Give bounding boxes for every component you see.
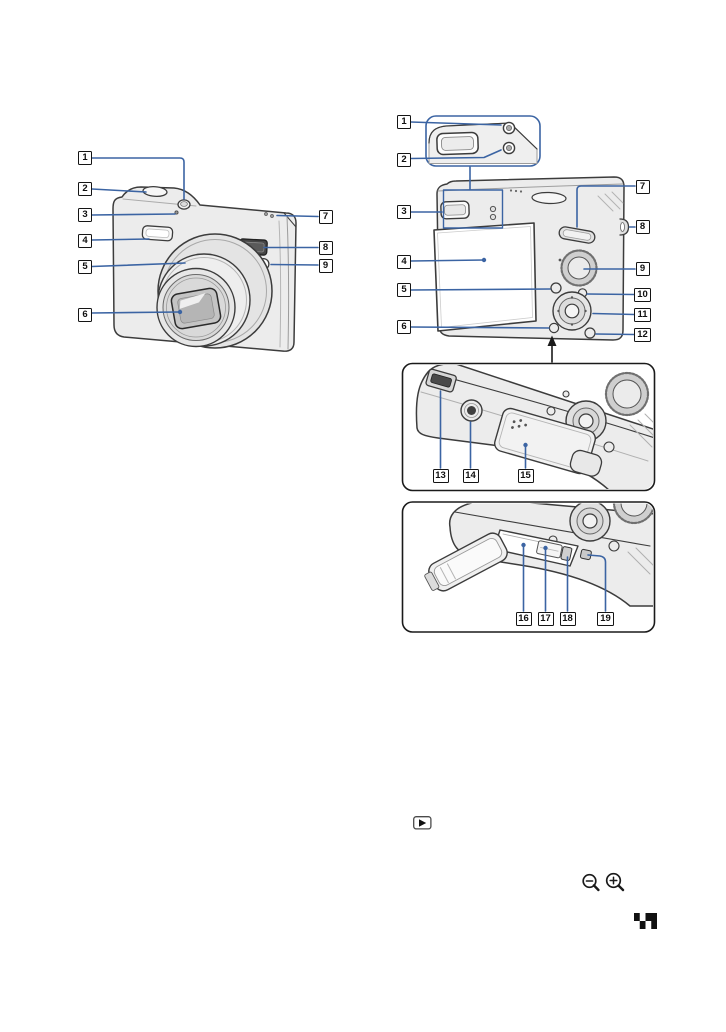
front-leader-lines	[91, 157, 319, 315]
mic-holes-top	[509, 189, 523, 193]
callout-slot-17: 17	[537, 612, 554, 626]
slot-mode-dial	[612, 503, 653, 525]
callout-back-12: 12	[634, 327, 651, 342]
power-lamp	[174, 210, 179, 215]
multi-connector	[425, 368, 457, 393]
callout-back-7: 7	[635, 179, 650, 194]
slideshow-button	[584, 327, 596, 339]
back-leader-lines	[410, 121, 636, 336]
battery-cover	[493, 407, 597, 475]
control-pad	[552, 291, 592, 331]
callout-back-9: 9	[635, 262, 650, 276]
tripod-socket	[460, 399, 483, 422]
callout-slot-19: 19	[597, 612, 614, 626]
callout-front-4: 4	[78, 233, 92, 248]
delete-button	[548, 322, 560, 334]
callout-bottom-14: 14	[462, 469, 479, 483]
shutter-button	[142, 185, 168, 198]
bottom-view-box	[401, 362, 656, 492]
open-battery-door	[424, 532, 508, 592]
front-camera-illustration	[112, 185, 297, 352]
slot-control-pad	[569, 503, 611, 542]
callout-back-5: 5	[397, 283, 411, 297]
viewfinder-eyepiece	[440, 200, 470, 220]
mode-dial	[558, 249, 598, 287]
callout-front-7: 7	[318, 210, 333, 224]
speaker-holes	[264, 212, 274, 218]
lens	[156, 233, 273, 349]
shutter-button-top	[531, 191, 567, 205]
strap-hook	[619, 218, 630, 236]
playback-icon	[413, 816, 432, 835]
battery-lock-lever	[560, 546, 573, 562]
callout-front-8: 8	[318, 241, 333, 255]
callout-slot-18: 18	[559, 612, 576, 626]
bottom-leader-lines	[439, 390, 528, 469]
callout-back-2: 2	[397, 152, 411, 167]
back-camera-illustration	[425, 115, 630, 363]
callout-back-4: 4	[397, 254, 411, 269]
index-icon	[634, 913, 657, 934]
callout-front-5: 5	[78, 260, 92, 274]
zoom-out-icon	[580, 872, 602, 901]
callout-front-9: 9	[318, 258, 333, 273]
zoom-lever	[558, 226, 596, 244]
callout-front-2: 2	[78, 182, 92, 196]
lcd-screen	[433, 222, 537, 332]
corner-bumper	[569, 449, 603, 477]
callout-back-3: 3	[397, 205, 411, 219]
slot-leader-lines	[521, 542, 607, 612]
bottom-mode-dial	[604, 371, 650, 417]
callout-bottom-13: 13	[432, 469, 449, 483]
callout-bottom-15: 15	[517, 469, 534, 483]
battery-slot-view-box	[401, 501, 656, 633]
callout-front-6: 6	[78, 308, 92, 322]
callout-back-8: 8	[635, 220, 650, 234]
callout-front-3: 3	[78, 208, 92, 222]
callout-back-11: 11	[634, 307, 651, 322]
flash	[141, 225, 174, 242]
inset-target-region	[442, 189, 504, 229]
zoom-in-icon	[604, 871, 626, 900]
menu-button	[550, 282, 562, 294]
lamp-bottom	[489, 213, 497, 221]
callout-back-1: 1	[397, 115, 411, 129]
lamp-top	[489, 205, 497, 213]
callout-front-1: 1	[78, 151, 92, 165]
view-arrow	[547, 335, 557, 363]
callout-slot-16: 16	[515, 612, 532, 626]
callout-back-10: 10	[634, 287, 651, 302]
inset-magnified-corner	[425, 115, 541, 167]
callout-back-6: 6	[397, 320, 411, 334]
